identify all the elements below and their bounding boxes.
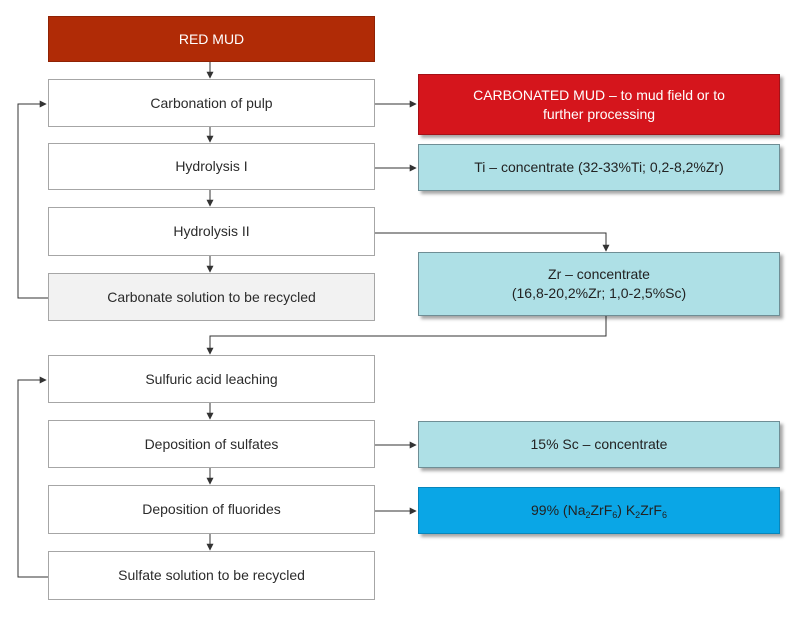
carbonated-mud-line-2: further processing (542, 105, 656, 122)
ti-concentrate-box: Ti – concentrate (32-33%Ti; 0,2-8,2%Zr) (418, 144, 780, 191)
sulfate-recycle-box: Sulfate solution to be recycled (48, 551, 375, 600)
fluoride-product-box: 99% (Na2ZrF6) K2ZrF6 (418, 487, 780, 534)
hydrolysis-2-box: Hydrolysis II (48, 207, 375, 256)
arrow-zr-leaching (206, 316, 607, 355)
sulfate-recycle-label: Sulfate solution to be recycled (118, 567, 305, 583)
carbonate-recycle-box: Carbonate solution to be recycled (48, 273, 375, 321)
zr-concentrate-line-1: Zr – concentrate (548, 266, 650, 282)
deposition-fluorides-label: Deposition of fluorides (142, 501, 281, 517)
carbonate-recycle-label: Carbonate solution to be recycled (107, 288, 316, 305)
ti-concentrate-label: Ti – concentrate (32-33%Ti; 0,2-8,2%Zr) (474, 159, 724, 175)
red-mud-label: RED MUD (178, 30, 245, 47)
sulfuric-leaching-box: Sulfuric acid leaching (48, 355, 375, 403)
carbonation-box: Carbonation of pulp (48, 79, 375, 127)
carbonation-label: Carbonation of pulp (150, 94, 273, 111)
recycle-loop-carbonate (17, 100, 48, 299)
deposition-fluorides-box: Deposition of fluorides (48, 485, 375, 534)
sc-concentrate-box: 15% Sc – concentrate (418, 421, 780, 468)
zr-concentrate-box: Zr – concentrate (16,8-20,2%Zr; 1,0-2,5%… (418, 252, 780, 316)
arrow-hydrolysis2-zr (375, 232, 610, 252)
fluoride-product-label: 99% (Na2ZrF6) K2ZrF6 (531, 502, 667, 520)
deposition-sulfates-box: Deposition of sulfates (48, 420, 375, 468)
zr-concentrate-line-2: (16,8-20,2%Zr; 1,0-2,5%Sc) (511, 285, 687, 301)
recycle-loop-sulfate (17, 376, 48, 578)
hydrolysis-1-label: Hydrolysis I (175, 158, 248, 174)
hydrolysis-1-box: Hydrolysis I (48, 143, 375, 190)
red-mud-box: RED MUD (48, 16, 375, 62)
hydrolysis-2-label: Hydrolysis II (173, 223, 250, 239)
sulfuric-leaching-label: Sulfuric acid leaching (145, 370, 278, 387)
carbonated-mud-box: CARBONATED MUD – to mud field or to furt… (418, 74, 780, 135)
deposition-sulfates-label: Deposition of sulfates (144, 435, 279, 452)
sc-concentrate-label: 15% Sc – concentrate (530, 436, 668, 452)
carbonated-mud-line-1: CARBONATED MUD – to mud field or to (473, 86, 725, 103)
